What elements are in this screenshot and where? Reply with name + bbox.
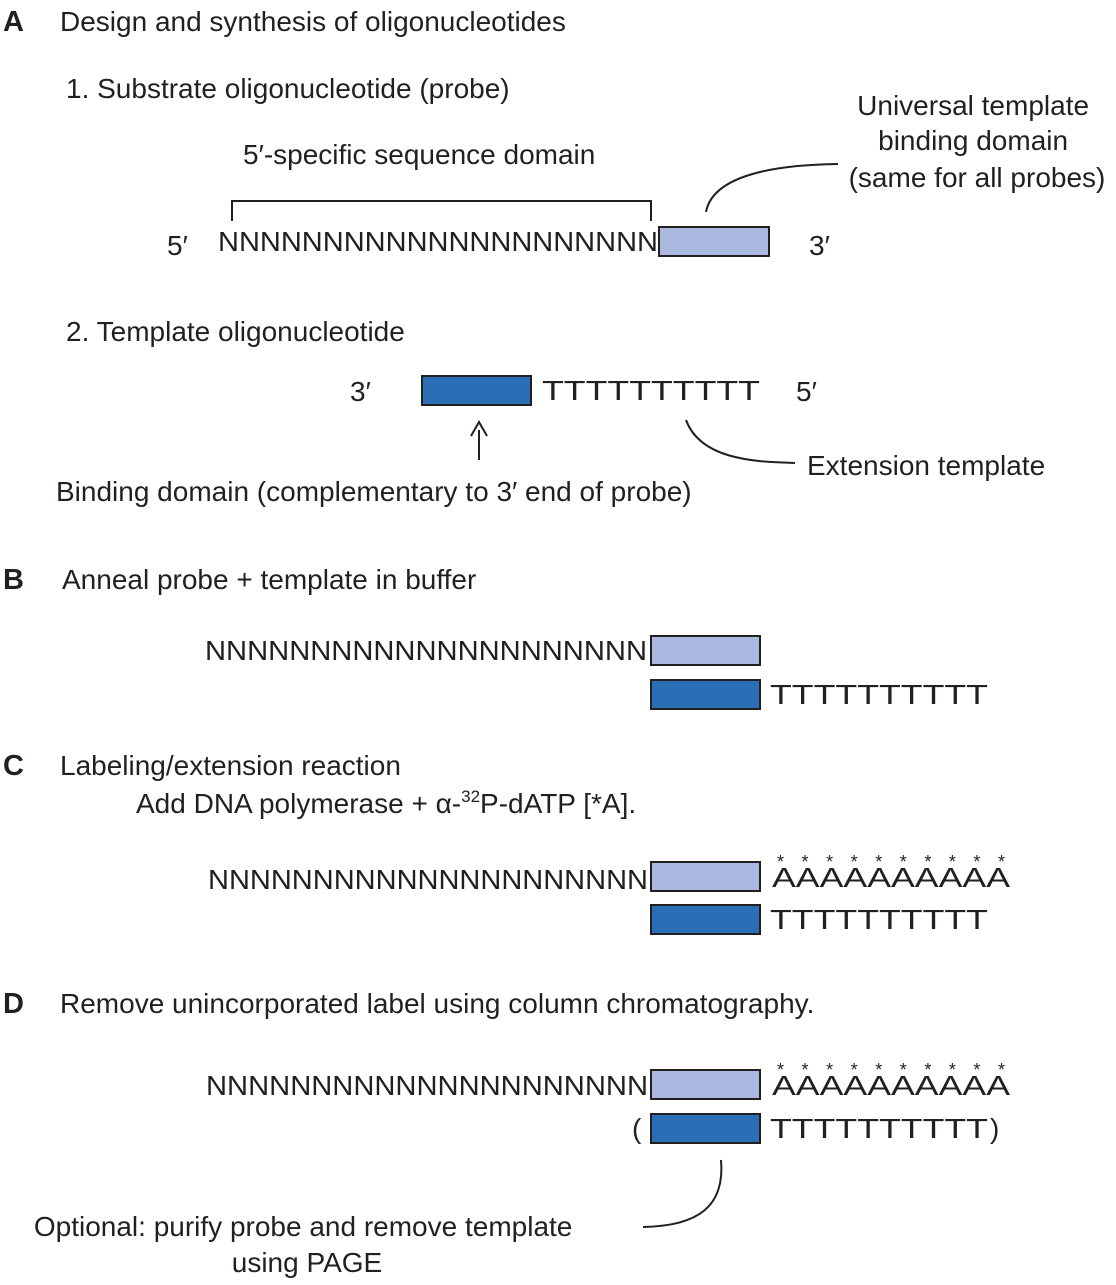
- extension-template-leader: [685, 419, 796, 464]
- optional-step-label: Optional: purify probe and remove templa…: [34, 1211, 580, 1278]
- panel-a-title: Design and synthesis of oligonucleotides: [60, 6, 566, 37]
- purified-template-sequence: TTTTTTTTTT: [770, 1113, 988, 1144]
- template-binding-domain: [421, 375, 532, 406]
- labeled-probe-binding-domain: [650, 861, 761, 892]
- template-three-prime: 3′: [350, 376, 371, 407]
- panel-c: C Labeling/extension reaction Add DNA po…: [3, 750, 1010, 935]
- panel-c-subtitle: Add DNA polymerase + α-32P-dATP [*A].: [136, 787, 636, 819]
- template-close-paren: ): [990, 1113, 999, 1144]
- specific-domain-label: 5′-specific sequence domain: [243, 139, 595, 170]
- panel-b-title: Anneal probe + template in buffer: [62, 564, 476, 595]
- panel-b-letter: B: [3, 564, 24, 596]
- panel-c-title: Labeling/extension reaction: [60, 750, 401, 781]
- panel-d: D Remove unincorporated label using colu…: [3, 988, 1010, 1278]
- universal-domain-leader: [705, 163, 839, 213]
- binding-domain-label: Binding domain (complementary to 3′ end …: [56, 476, 692, 507]
- probe-five-prime: 5′: [167, 230, 188, 261]
- panel-c-letter: C: [3, 750, 24, 782]
- purified-template-binding-domain: [650, 1113, 761, 1144]
- binding-domain-arrow-head: [470, 419, 488, 437]
- step1-heading: 1. Substrate oligonucleotide (probe): [66, 73, 510, 104]
- panel-d-letter: D: [3, 988, 24, 1020]
- annealed-probe-sequence: NNNNNNNNNNNNNNNNNNNNN: [205, 635, 647, 666]
- template-sequence: TTTTTTTTTT: [542, 375, 760, 406]
- labeled-template-binding-domain: [650, 904, 761, 935]
- annealed-probe-binding-domain: [650, 635, 761, 666]
- annealed-template-sequence: TTTTTTTTTT: [770, 679, 988, 710]
- labeled-extension-sequence: AAAAAAAAAA: [772, 862, 1010, 893]
- purified-extension-sequence: AAAAAAAAAA: [772, 1070, 1010, 1101]
- step2-heading: 2. Template oligonucleotide: [66, 316, 405, 347]
- probe-three-prime: 3′: [809, 230, 830, 261]
- panel-b: B Anneal probe + template in buffer NNNN…: [3, 564, 988, 710]
- probe-binding-domain: [658, 226, 770, 257]
- panel-a: A Design and synthesis of oligonucleotid…: [3, 6, 1105, 507]
- labeled-template-sequence: TTTTTTTTTT: [770, 904, 988, 935]
- panel-d-title: Remove unincorporated label using column…: [60, 988, 814, 1019]
- optional-step-leader: [642, 1159, 723, 1228]
- annealed-template-binding-domain: [650, 679, 761, 710]
- specific-domain-bracket: [231, 200, 652, 221]
- template-five-prime: 5′: [796, 376, 817, 407]
- purified-probe-sequence: NNNNNNNNNNNNNNNNNNNNN: [206, 1070, 648, 1101]
- panel-a-letter: A: [3, 6, 24, 38]
- labeled-probe-sequence: NNNNNNNNNNNNNNNNNNNNN: [208, 864, 648, 895]
- extension-template-label: Extension template: [807, 450, 1045, 481]
- probe-sequence: NNNNNNNNNNNNNNNNNNNNN: [218, 226, 658, 257]
- template-open-paren: (: [632, 1113, 642, 1144]
- purified-probe-binding-domain: [650, 1069, 761, 1100]
- universal-domain-label: Universal template binding domain (same …: [849, 90, 1106, 193]
